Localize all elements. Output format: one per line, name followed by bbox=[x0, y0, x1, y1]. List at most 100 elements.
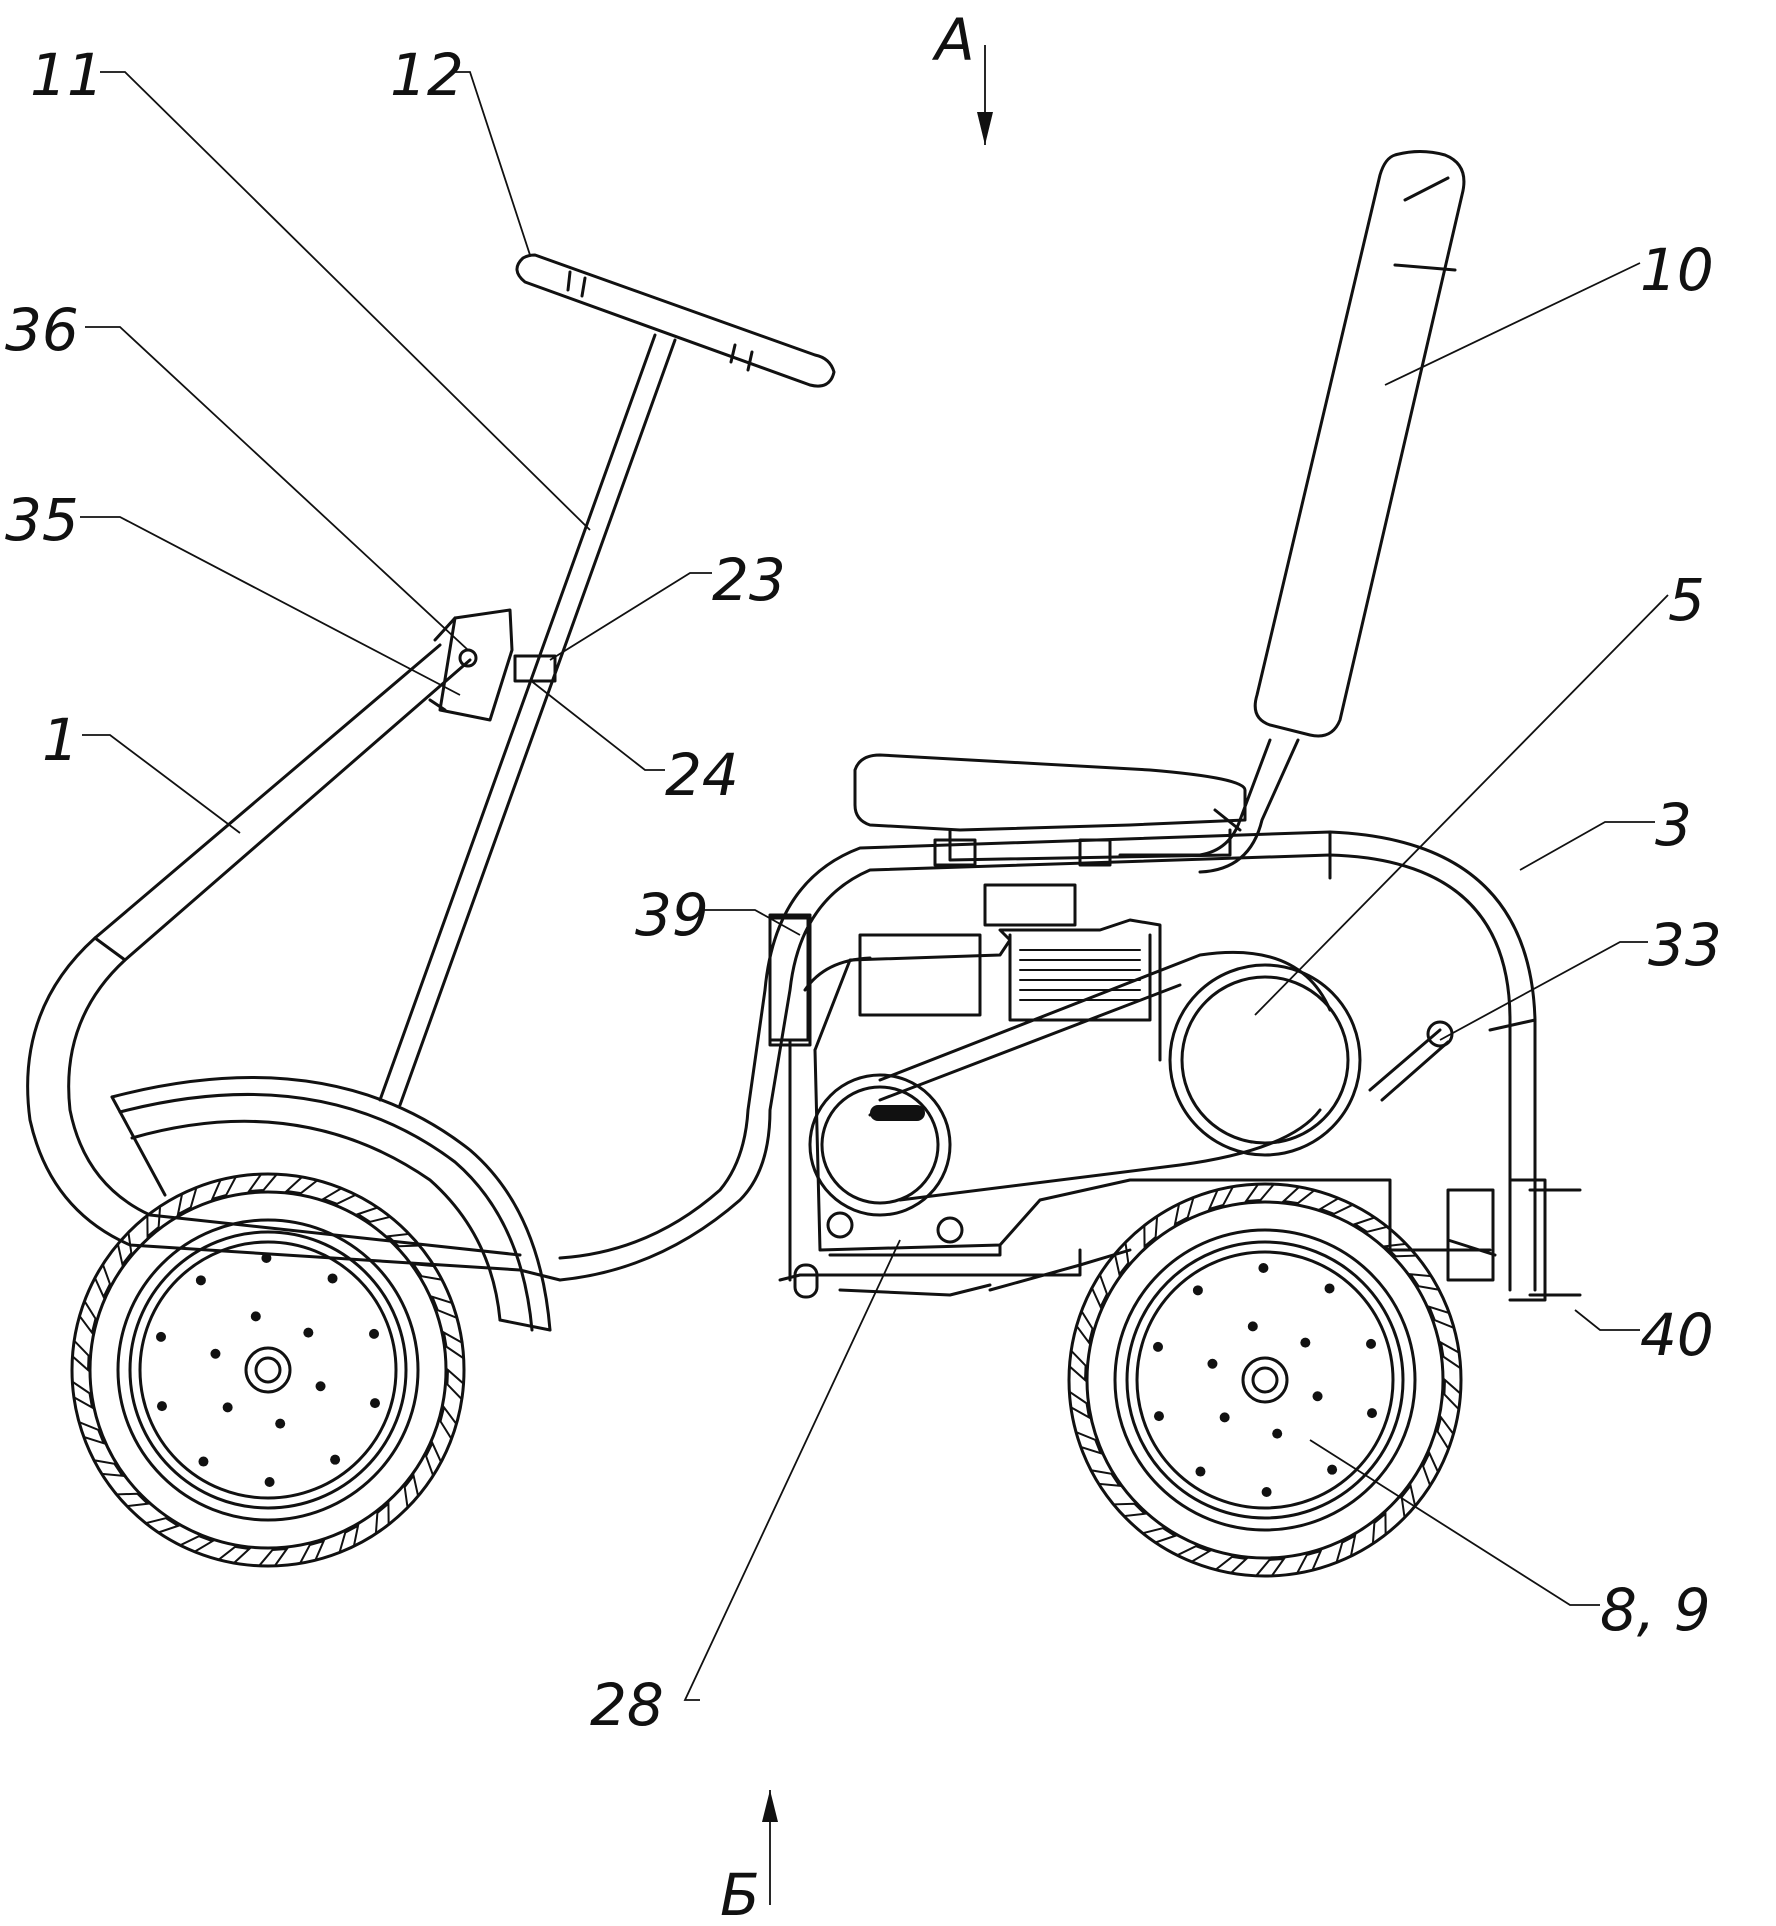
tread-block bbox=[1143, 1214, 1159, 1249]
tread-block bbox=[78, 1298, 97, 1335]
callout-28: 28 bbox=[590, 1671, 664, 1739]
hub-bolt bbox=[264, 1476, 275, 1487]
tread-block bbox=[1207, 1185, 1235, 1211]
tread-block bbox=[176, 1185, 199, 1216]
tread-block bbox=[116, 1230, 133, 1267]
tread-block bbox=[403, 1473, 420, 1510]
hub-bolt bbox=[369, 1398, 380, 1409]
callout-1: 1 bbox=[42, 706, 79, 774]
tread-block bbox=[77, 1420, 106, 1445]
tread-block bbox=[439, 1405, 458, 1442]
tread-block bbox=[411, 1263, 444, 1282]
tread-block bbox=[1075, 1308, 1094, 1345]
steering-column bbox=[378, 253, 836, 1107]
callout-24: 24 bbox=[665, 741, 739, 809]
hub-bolt bbox=[195, 1275, 206, 1286]
tread-block bbox=[321, 1187, 359, 1205]
hub-bolt bbox=[1207, 1358, 1218, 1369]
hub-bolt bbox=[303, 1327, 314, 1338]
hub-bolt bbox=[261, 1253, 272, 1264]
callout-labels: 11 12 A 10 36 35 23 5 1 24 3 39 33 40 8,… bbox=[5, 6, 1722, 1926]
hub-bolt bbox=[1247, 1321, 1258, 1332]
callout-36: 36 bbox=[5, 296, 79, 364]
backrest bbox=[1253, 150, 1466, 738]
tread-block bbox=[1408, 1273, 1441, 1292]
rear-wheel bbox=[70, 1172, 466, 1568]
tread-block bbox=[298, 1539, 326, 1565]
engine-body bbox=[768, 883, 1492, 1252]
tread-block bbox=[1140, 1527, 1178, 1544]
callout-33: 33 bbox=[1648, 911, 1722, 979]
callout-35: 35 bbox=[5, 486, 79, 554]
tread-block bbox=[216, 1545, 252, 1565]
tread-block bbox=[1253, 1557, 1286, 1577]
hub-bolt bbox=[1192, 1285, 1203, 1296]
callout-3: 3 bbox=[1655, 791, 1692, 859]
view-arrows bbox=[762, 112, 993, 1822]
main-frame bbox=[558, 830, 1537, 1292]
hub-bolt bbox=[156, 1401, 167, 1412]
tread-block bbox=[1436, 1415, 1455, 1452]
seat bbox=[853, 738, 1300, 874]
tread-block bbox=[1371, 1511, 1387, 1546]
tread-block bbox=[1334, 1534, 1357, 1565]
hub-bolt bbox=[275, 1418, 286, 1429]
hub-bolt bbox=[1324, 1283, 1335, 1294]
tread-block bbox=[92, 1458, 125, 1477]
tread-block bbox=[1318, 1197, 1356, 1215]
tread-block bbox=[1174, 1545, 1212, 1563]
callout-39: 39 bbox=[635, 881, 709, 949]
tread-block bbox=[114, 1492, 150, 1508]
tread-block bbox=[1439, 1340, 1462, 1371]
rear-frame-arm bbox=[26, 643, 562, 1282]
hub-bolt bbox=[1195, 1466, 1206, 1477]
leader-lines bbox=[80, 45, 1669, 1905]
tread-block bbox=[247, 1173, 280, 1193]
tread-block bbox=[1295, 1549, 1323, 1575]
tread-block bbox=[71, 1379, 94, 1410]
tread-block bbox=[1089, 1468, 1122, 1487]
tread-block bbox=[1443, 1377, 1462, 1412]
tread-block bbox=[1352, 1216, 1390, 1233]
hub-bolt bbox=[1312, 1391, 1323, 1402]
tread-block bbox=[256, 1547, 289, 1567]
front-wheel bbox=[1067, 1182, 1463, 1578]
callout-view-a: A bbox=[931, 6, 975, 74]
tread-block bbox=[446, 1367, 465, 1402]
tread-block bbox=[355, 1206, 393, 1223]
tread-block bbox=[1068, 1389, 1091, 1420]
hub-bolt bbox=[156, 1331, 167, 1342]
hub-bolt bbox=[1366, 1338, 1377, 1349]
tread-block bbox=[1074, 1430, 1103, 1455]
callout-8-9: 8, 9 bbox=[1600, 1576, 1711, 1644]
tread-block bbox=[1068, 1348, 1087, 1383]
hub-bolt bbox=[1366, 1408, 1377, 1419]
tread-block bbox=[1113, 1240, 1130, 1277]
steering-mount bbox=[428, 608, 557, 722]
hub-bolt bbox=[1258, 1263, 1269, 1274]
tread-block bbox=[71, 1338, 90, 1373]
hub-bolt bbox=[1300, 1337, 1311, 1348]
callout-10: 10 bbox=[1640, 236, 1714, 304]
tread-block bbox=[146, 1204, 162, 1239]
tread-block bbox=[1383, 1242, 1419, 1258]
tread-block bbox=[442, 1330, 465, 1361]
hub-bolt bbox=[369, 1328, 380, 1339]
tread-block bbox=[1281, 1185, 1317, 1205]
tread-block bbox=[177, 1535, 215, 1553]
hub-bolt bbox=[198, 1456, 209, 1467]
hub-bolt bbox=[210, 1348, 221, 1359]
hub-bolt bbox=[1153, 1411, 1164, 1422]
front-hitch bbox=[1446, 1178, 1582, 1302]
callout-12: 12 bbox=[390, 41, 464, 109]
tread-block bbox=[1090, 1272, 1109, 1310]
lever bbox=[1368, 1020, 1454, 1102]
tread-block bbox=[93, 1262, 112, 1300]
callout-5: 5 bbox=[1668, 566, 1705, 634]
tread-block bbox=[337, 1524, 360, 1555]
callout-11: 11 bbox=[30, 41, 104, 109]
hub-bolt bbox=[1327, 1464, 1338, 1475]
hub-bolt bbox=[315, 1381, 326, 1392]
tread-block bbox=[1400, 1483, 1417, 1520]
